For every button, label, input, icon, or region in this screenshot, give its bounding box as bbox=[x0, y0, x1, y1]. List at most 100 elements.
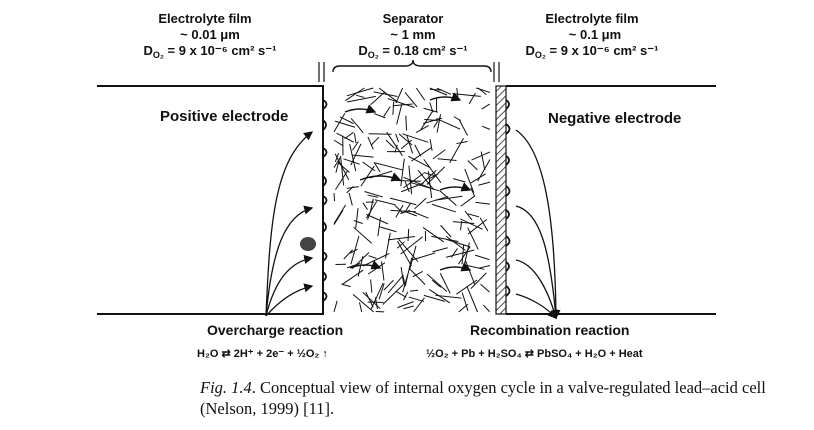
separator-fibre bbox=[362, 161, 376, 172]
left-film-title: Electrolyte film bbox=[158, 11, 251, 26]
separator-fibre bbox=[412, 270, 423, 278]
separator-fibre bbox=[382, 284, 404, 305]
separator-fibre bbox=[333, 139, 344, 147]
overcharge-arrows bbox=[265, 131, 314, 317]
separator-fibre bbox=[333, 160, 339, 168]
separator-fibre bbox=[464, 168, 475, 193]
separator-fibre bbox=[335, 157, 341, 173]
separator-fibre bbox=[333, 300, 338, 313]
recombination-arrows bbox=[515, 129, 561, 320]
separator-fibre bbox=[355, 208, 359, 229]
separator-fibre bbox=[426, 273, 448, 292]
separator-fibre bbox=[349, 143, 357, 172]
separator-fibre bbox=[412, 252, 436, 261]
separator-fibre bbox=[431, 235, 459, 243]
separator-fibre bbox=[384, 232, 391, 259]
separator-fibre bbox=[349, 248, 358, 254]
separator-fibre bbox=[456, 279, 478, 295]
separator-fibre bbox=[431, 203, 457, 213]
separator-fibre bbox=[414, 197, 427, 210]
separator-fibre bbox=[336, 132, 354, 143]
separator-fibre bbox=[423, 172, 435, 177]
separator-fibre bbox=[429, 87, 448, 96]
separator-fibre bbox=[476, 87, 491, 93]
separator-fibre bbox=[402, 291, 409, 301]
separator-fibre bbox=[481, 125, 491, 130]
separator-fibre bbox=[398, 133, 413, 146]
separator-fibre bbox=[456, 140, 468, 145]
separator-header: Separator ~ 1 mm DO₂ = 0.18 cm² s⁻¹ bbox=[358, 11, 467, 60]
separator-fibre bbox=[468, 92, 476, 105]
separator-fibre bbox=[364, 191, 383, 198]
separator-fibre bbox=[397, 240, 412, 267]
separator-fibre bbox=[408, 296, 425, 302]
separator-fibre bbox=[406, 134, 414, 154]
separator-fibre bbox=[452, 93, 481, 97]
separator-fibre bbox=[350, 143, 362, 166]
figure-caption: Fig. 1.4. Conceptual view of internal ox… bbox=[200, 377, 800, 419]
separator-fibre bbox=[368, 255, 377, 259]
separator-fibre bbox=[340, 155, 345, 186]
separator-fibre bbox=[407, 228, 410, 242]
separator-fibre bbox=[365, 291, 374, 308]
separator-fibre bbox=[423, 107, 438, 113]
separator-fibre bbox=[378, 87, 398, 103]
separator-fibre bbox=[464, 210, 473, 221]
separator-fibre bbox=[374, 199, 396, 206]
separator-fibre bbox=[395, 133, 400, 143]
separator-fibre bbox=[471, 151, 491, 161]
separator-fibre bbox=[467, 227, 479, 250]
separator-fibre bbox=[452, 178, 466, 183]
separator-fibre bbox=[346, 87, 374, 97]
separator-fibre bbox=[366, 213, 389, 225]
positive-electrode-plate bbox=[97, 85, 328, 315]
separator-fibre bbox=[466, 286, 479, 313]
separator-fibre bbox=[356, 94, 365, 98]
separator-fibre bbox=[435, 294, 462, 299]
separator-fibre bbox=[436, 114, 442, 133]
separator-fibre bbox=[414, 144, 422, 157]
overcharge-equation: H₂O ⇄ 2H⁺ + 2e⁻ + ½O₂ ↑ bbox=[197, 348, 328, 360]
separator-fibre bbox=[358, 302, 363, 313]
separator-fibre bbox=[436, 118, 461, 130]
separator-fibre bbox=[368, 133, 392, 135]
separator-fibre bbox=[386, 131, 403, 156]
separator-fibre bbox=[400, 236, 423, 255]
separator-fibre bbox=[440, 224, 452, 238]
separator-fibre bbox=[392, 101, 395, 115]
separator-fibre bbox=[404, 257, 413, 286]
separator-fibre bbox=[436, 87, 452, 95]
separator-fibre bbox=[400, 158, 405, 187]
separator-fibre bbox=[446, 249, 475, 258]
separator-fibre bbox=[369, 198, 374, 212]
separator-fibre bbox=[395, 290, 407, 298]
separator-fibre bbox=[390, 209, 416, 213]
separator-fibre bbox=[346, 95, 376, 103]
separator-fibre bbox=[435, 195, 463, 201]
separator-fibre bbox=[402, 276, 406, 287]
separator-fibre bbox=[333, 204, 347, 224]
separator-fibre bbox=[333, 193, 336, 202]
caption-text: . Conceptual view of internal oxygen cyc… bbox=[200, 378, 766, 418]
separator-fibre bbox=[403, 305, 414, 310]
separator-fibre bbox=[346, 262, 361, 269]
separator-fibre bbox=[350, 235, 360, 265]
separator-fibre bbox=[370, 91, 385, 106]
separator-fibre bbox=[423, 294, 446, 302]
separator-fibre bbox=[467, 160, 478, 171]
recombination-equation: ½O₂ + Pb + H₂SO₄ ⇄ PbSO₄ + H₂O + Heat bbox=[426, 348, 643, 360]
separator-fibre bbox=[374, 162, 403, 171]
separator-fibre bbox=[467, 213, 480, 218]
figure-label: Fig. 1.4 bbox=[200, 378, 252, 397]
separator-fibre bbox=[353, 226, 373, 244]
separator-fibre bbox=[405, 115, 408, 131]
separator-fibre bbox=[400, 139, 413, 150]
separator-fibre bbox=[387, 236, 416, 241]
separator-fibre bbox=[402, 133, 429, 143]
separator-fibre bbox=[460, 218, 483, 230]
gas-flow-arrows bbox=[344, 92, 472, 272]
separator-fibre bbox=[461, 292, 469, 311]
separator-fibre bbox=[362, 202, 368, 211]
separator-fibre bbox=[343, 158, 360, 165]
separator-fibre bbox=[422, 227, 445, 243]
